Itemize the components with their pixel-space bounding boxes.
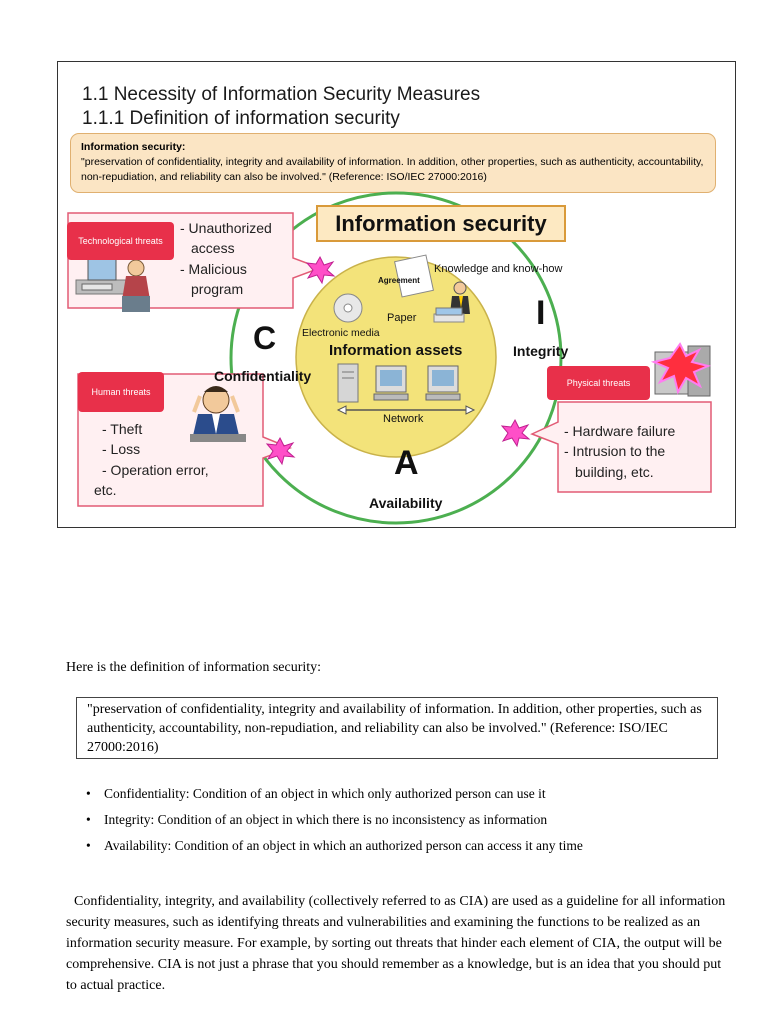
information-security-title: Information security [316,205,566,242]
computer-icon [425,365,461,401]
document-icon [394,254,434,298]
intro-text: Here is the definition of information se… [66,660,322,675]
definition-text: "preservation of confidentiality, integr… [81,156,704,184]
threat-item: - Theft [102,421,143,437]
paper-stack-icon [433,307,465,323]
slide-figure: 1.1 Necessity of Information Security Me… [57,61,736,528]
electronic-media-label: Electronic media [302,327,380,339]
distressed-person-icon [190,386,246,442]
threat-item: - Intrusion to the [564,443,666,460]
human-threats-list: - Theft - Loss - Operation error, etc. [94,419,209,500]
threat-burst-icon [265,436,296,466]
list-item: Availability: Condition of an object in … [86,838,583,864]
physical-threats-badge: Physical threats [547,366,650,400]
agreement-label: Agreement [378,276,420,285]
technological-threats-list: - Unauthorized access - Malicious progra… [180,218,272,299]
slide-subtitle: 1.1.1 Definition of information security [82,108,400,129]
knowledge-label: Knowledge and know-how [434,263,563,275]
broken-computer-icon [650,342,712,397]
integrity-label: Integrity [513,343,569,359]
threat-item: - Operation error, [102,461,209,478]
threat-burst-icon [305,255,336,285]
cia-paragraph: Confidentiality, integrity, and availabi… [66,894,726,993]
technological-threats-badge: Technological threats [67,222,174,260]
paper-label: Paper [387,312,417,324]
physical-threat-callout [530,401,712,493]
threat-item: building, etc. [575,463,654,480]
disc-icon [333,293,363,323]
threat-item: - Hardware failure [564,423,676,439]
list-item: Confidentiality: Condition of an object … [86,786,583,812]
confidentiality-label: Confidentiality [214,368,312,384]
definition-heading: Information security: [81,141,186,153]
list-item: Integrity: Condition of an object in whi… [86,812,583,838]
threat-item: - Malicious [180,260,247,277]
physical-threats-list: - Hardware failure - Intrusion to the bu… [564,421,675,482]
information-assets-label: Information assets [329,342,463,359]
computer-icon [373,365,409,401]
threat-item: access [191,240,235,257]
i-letter: I [536,294,546,332]
server-icon [337,363,359,403]
threat-item: - Unauthorized [180,220,272,236]
definition-box: Information security: "preservation of c… [70,133,716,193]
threat-item: program [191,280,244,297]
threat-item: etc. [94,481,117,498]
c-letter: C [253,320,277,356]
definition-quote: "preservation of confidentiality, integr… [76,697,718,759]
cia-bullet-list: Confidentiality: Condition of an object … [86,786,583,864]
network-label: Network [383,413,424,425]
person-at-computer-icon [75,257,150,312]
threat-burst-icon [500,418,531,448]
slide-title: 1.1 Necessity of Information Security Me… [82,84,481,105]
human-threats-badge: Human threats [78,372,164,412]
availability-label: Availability [369,495,443,511]
a-letter: A [394,444,419,482]
threat-item: - Loss [102,441,141,458]
network-line [336,405,476,415]
